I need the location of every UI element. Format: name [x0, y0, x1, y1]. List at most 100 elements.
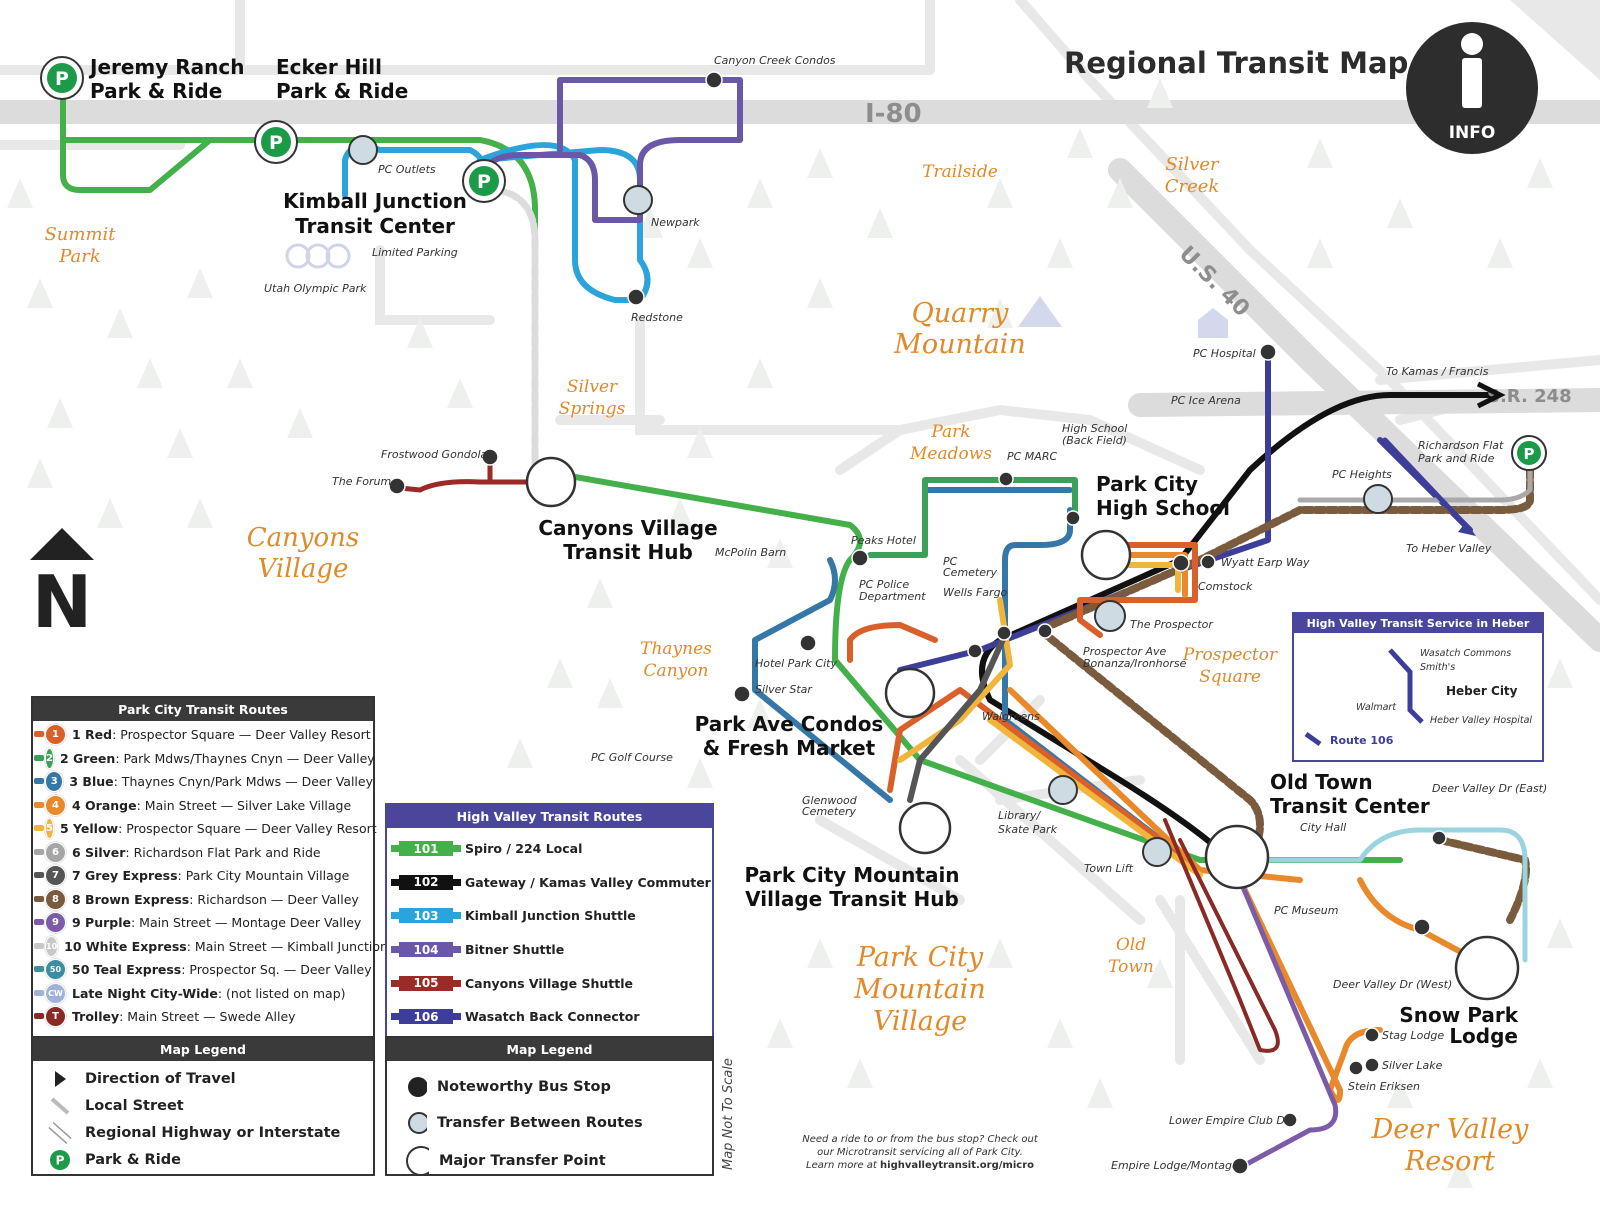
tree-icon [167, 428, 193, 458]
route-name: 3 Blue [69, 774, 114, 790]
area-park-meadows: Meadows [909, 444, 992, 464]
route-9-line [1237, 877, 1339, 1168]
map-legend-right-title: Map Legend [387, 1038, 712, 1061]
hub-otc: Old Town [1270, 770, 1373, 794]
route-desc: : Prospector Sq. — Deer Valley [181, 962, 372, 978]
hv-route-badge: 105 [391, 975, 461, 991]
stop-label-pc-cemetery: Cemetery [943, 566, 998, 579]
stop-pc-marc [998, 471, 1014, 487]
stop-silver-star [733, 685, 751, 703]
heber-route-label: Route 106 [1330, 734, 1394, 747]
tree-icon [1047, 238, 1073, 268]
tree-icon [27, 278, 53, 308]
area-park-meadows: Park [930, 422, 970, 442]
stop-label-lower-empire: Lower Empire Club Dr [1169, 1114, 1291, 1127]
tree-icon [1527, 158, 1553, 188]
route-lines [60, 77, 1534, 1168]
route-badge: 8 [34, 888, 66, 910]
stop-label-library: Skate Park [998, 823, 1058, 836]
hub-pchs: High School [1096, 496, 1230, 520]
stop-label-pc-marc: PC MARC [1007, 450, 1057, 463]
stop-label-kamas: To Kamas / Francis [1386, 365, 1489, 378]
stop-label-hotel-pc: Hotel Park City [755, 657, 837, 670]
tree-icon [97, 498, 123, 528]
stop-dv-west [1413, 918, 1431, 936]
micro-link[interactable]: highvalleytransit.org/micro [880, 1160, 1034, 1171]
hv-route-badge: 104 [391, 942, 461, 958]
stop-label-utah-olympic: Utah Olympic Park [264, 282, 367, 295]
tree-icon [7, 178, 33, 208]
stop-label-high-school-bf: (Back Field) [1062, 434, 1127, 447]
heber-stop-hospital: Heber Valley Hospital [1430, 715, 1533, 726]
hub-jeremy: Park & Ride [90, 79, 222, 103]
stop-label-pc-museum: PC Museum [1274, 904, 1338, 917]
area-canyons: Village [258, 554, 349, 584]
page-title: Regional Transit Map [1064, 46, 1408, 80]
tree-icon [1087, 1078, 1113, 1108]
pc-routes-title: Park City Transit Routes [33, 698, 373, 721]
stop-label-peaks: Peaks Hotel [851, 534, 916, 547]
hub-snow-park: Snow Park [1399, 1003, 1518, 1027]
stop-label-wyatt: Wyatt Earp Way [1221, 556, 1310, 569]
stop-wells-fargo [996, 625, 1012, 641]
tree-icon [747, 358, 773, 388]
major-park-ave [884, 667, 936, 719]
area-thaynes: Canyon [644, 661, 709, 681]
area-thaynes: Thaynes [640, 639, 712, 659]
tree-icon [807, 148, 833, 178]
area-silver-springs: Silver [567, 377, 618, 397]
micro-note-line1: Need a ride to or from the bus stop? Che… [802, 1134, 1039, 1145]
route-name: 10 White Express [64, 938, 187, 954]
stop-hotel-pc [799, 634, 817, 652]
tree-icon [597, 678, 623, 708]
stop-label-city-hall: City Hall [1300, 821, 1346, 834]
bus-stops [388, 71, 1447, 1175]
route-4-line [1007, 552, 1488, 1103]
route-10-line [491, 186, 539, 474]
area-summit-park: Park [58, 246, 101, 267]
major-otc [1204, 824, 1270, 890]
hv-route-name: Gateway / Kamas Valley Commuter [465, 874, 711, 890]
route-badge: CW [34, 982, 66, 1004]
route-badge: 10 [33, 935, 59, 957]
transfer-library [1048, 775, 1078, 805]
route-name: 6 Silver [72, 844, 126, 860]
stop-label-stag: Stag Lodge [1382, 1029, 1444, 1042]
legend-transfer: Transfer Between Routes [387, 1105, 712, 1141]
stop-label-pc-outlets: PC Outlets [378, 163, 436, 176]
heber-service-box: High Valley Transit Service in Heber Was… [1292, 612, 1544, 762]
area-deer-valley: Deer Valley [1371, 1114, 1529, 1145]
transfer-pc-heights [1363, 484, 1393, 514]
route-desc: : Main Street — Silver Lake Village [136, 797, 352, 813]
stop-label-pc-hospital: PC Hospital [1193, 347, 1256, 360]
map-legend-right: Map Legend Noteworthy Bus Stop Transfer … [385, 1036, 714, 1176]
hv-route-badge: 106 [391, 1009, 461, 1025]
tree-icon [1147, 78, 1173, 108]
route-name: 7 Grey Express [72, 868, 178, 884]
tree-icon [507, 738, 533, 768]
regional-highways [0, 100, 1600, 652]
route-name: 9 Purple [72, 915, 131, 931]
route-102-line [979, 392, 1493, 863]
hub-ecker: Park & Ride [276, 79, 408, 103]
stop-stein [1348, 1060, 1364, 1076]
tree-icon [667, 498, 693, 528]
major-transfer-icon [406, 1146, 429, 1176]
stop-label-silver-star: Silver Star [755, 683, 813, 696]
tree-icon [47, 398, 73, 428]
stop-label-pc-police: PC Police [859, 578, 909, 591]
park-ride-letter: P [1524, 445, 1535, 463]
not-to-scale-note: Map Not To Scale [721, 1058, 736, 1170]
route-105-line [397, 455, 538, 493]
tree-icon [687, 428, 713, 458]
route-desc: : Prospector Square — Deer Valley Resort [112, 727, 371, 743]
legend-direction: Direction of Travel [33, 1065, 373, 1092]
route-name: Trolley [72, 1009, 120, 1025]
route-desc: : (not listed on map) [217, 985, 346, 1001]
tree-icon [187, 498, 213, 528]
